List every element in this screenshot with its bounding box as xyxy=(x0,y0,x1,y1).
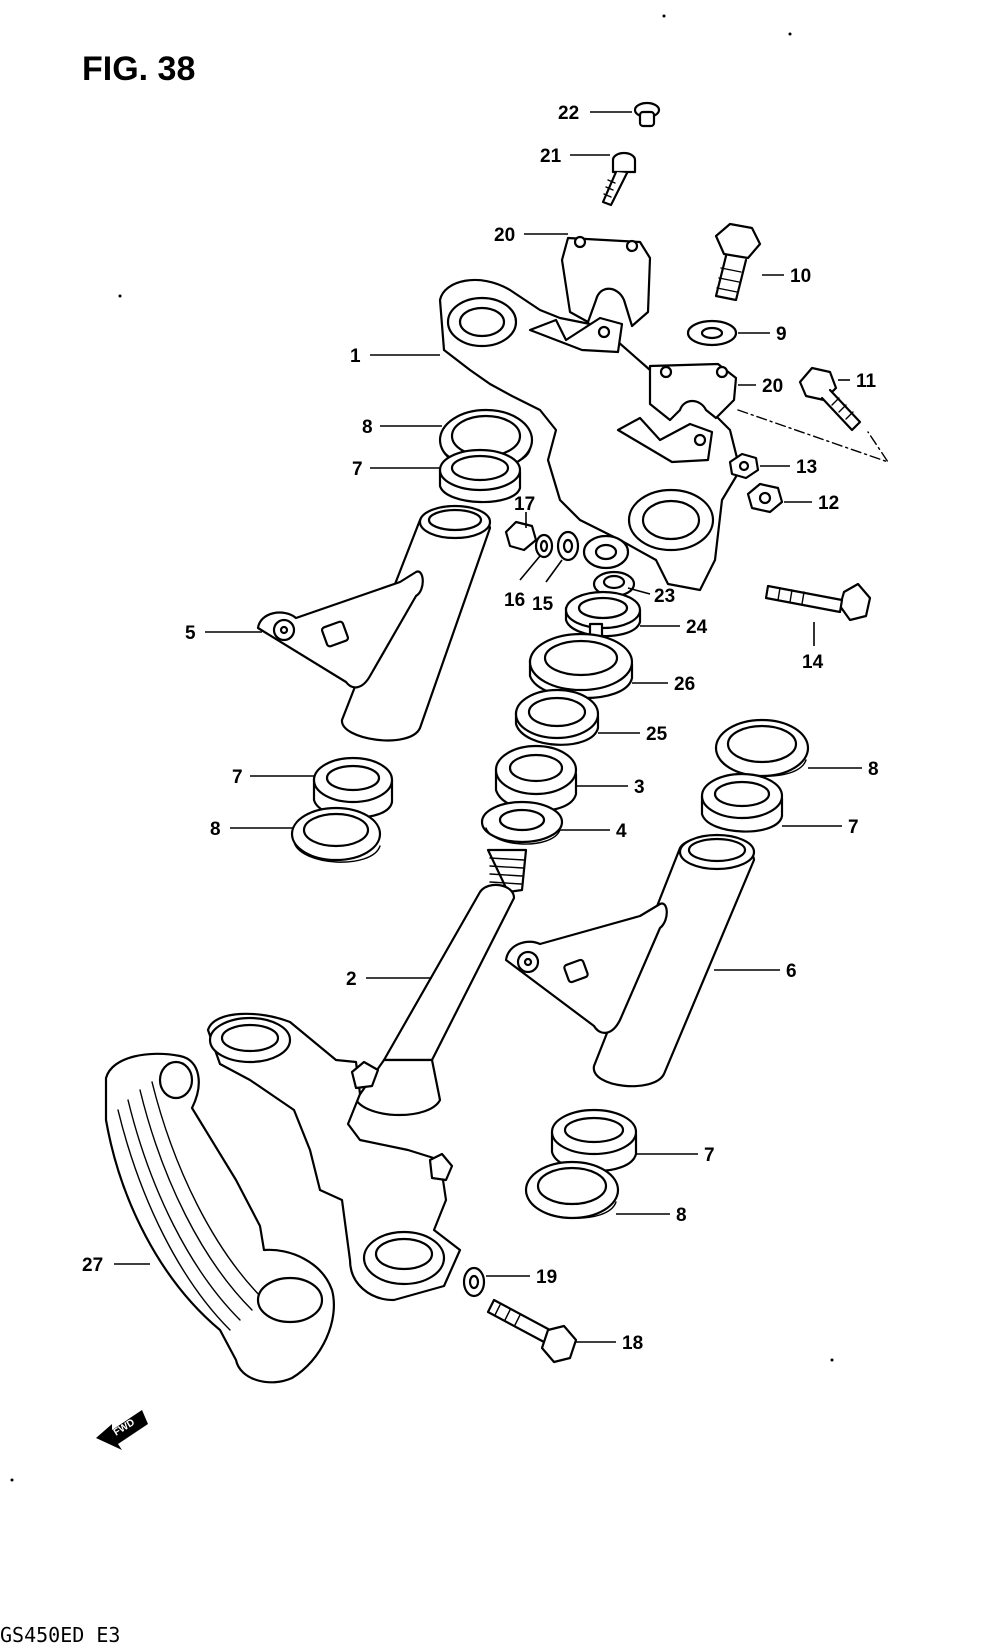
callout-5: 5 xyxy=(185,623,196,644)
callout-12: 12 xyxy=(818,493,839,514)
callout-26: 26 xyxy=(674,674,695,695)
callout-24: 24 xyxy=(686,617,708,638)
forward-direction-arrow: FWD xyxy=(96,1410,148,1450)
part-9-washer xyxy=(686,319,738,347)
part-19-washer xyxy=(462,1266,486,1298)
part-8-seal-mid-right xyxy=(714,718,810,778)
figure-title: FIG. 38 xyxy=(82,50,195,88)
part-10-bolt xyxy=(714,222,762,302)
callout-8-mid-left: 8 xyxy=(210,819,221,840)
alignment-line xyxy=(737,409,890,464)
part-8-seal-mid-left xyxy=(290,806,382,863)
part-16-washer xyxy=(534,533,554,559)
part-24-lock-washer xyxy=(564,590,642,640)
model-code: GS450ED E3 xyxy=(0,1623,120,1647)
callout-21: 21 xyxy=(540,146,562,167)
callout-4: 4 xyxy=(616,821,627,842)
part-22-screw xyxy=(633,101,661,128)
callout-27: 27 xyxy=(82,1255,103,1276)
part-26-seal xyxy=(528,632,634,700)
part-12-nut xyxy=(746,482,784,514)
callout-1: 1 xyxy=(350,346,361,367)
callout-7-mid-right: 7 xyxy=(848,817,859,838)
part-4-bearing xyxy=(480,800,564,845)
callout-13: 13 xyxy=(796,457,817,478)
part-8-seal-low-right xyxy=(524,1160,620,1220)
callout-8-low-right: 8 xyxy=(676,1205,687,1226)
part-20-clamp-cap-upper xyxy=(560,235,652,328)
callout-2: 2 xyxy=(346,969,357,990)
part-21-bolt xyxy=(601,151,637,207)
leader-lines xyxy=(114,111,862,1343)
callout-6: 6 xyxy=(786,961,797,982)
callout-25: 25 xyxy=(646,724,668,745)
callout-19: 19 xyxy=(536,1267,557,1288)
callout-10: 10 xyxy=(790,266,811,287)
callout-18: 18 xyxy=(622,1333,643,1354)
callout-9: 9 xyxy=(776,324,787,345)
part-27-fork-cover xyxy=(104,1052,335,1384)
callout-3: 3 xyxy=(634,777,645,798)
part-23-washer xyxy=(592,570,636,598)
part-20-clamp-cap-lower xyxy=(648,362,738,422)
callout-labels: 22 21 20 10 9 1 20 11 8 13 7 17 12 16 15… xyxy=(82,103,879,1354)
callout-7-upper-left: 7 xyxy=(352,459,363,480)
part-5-left-fork-holder xyxy=(256,504,492,742)
callout-14: 14 xyxy=(802,652,824,673)
part-2-steering-stem-lower-bracket xyxy=(206,848,528,1302)
callout-20-upper: 20 xyxy=(494,225,515,246)
part-14-bolt xyxy=(764,582,872,622)
part-1-upper-bracket xyxy=(438,278,742,592)
callout-7-low-right: 7 xyxy=(704,1145,715,1166)
part-11-bolt xyxy=(798,366,862,432)
scan-specks xyxy=(10,14,834,1482)
callout-15: 15 xyxy=(532,594,554,615)
callout-8-upper-left: 8 xyxy=(362,417,373,438)
callout-11: 11 xyxy=(856,371,877,392)
callout-23: 23 xyxy=(654,586,675,607)
callout-8-mid-right: 8 xyxy=(868,759,879,780)
part-15-bushing xyxy=(556,530,580,562)
part-13-nut xyxy=(728,452,760,480)
part-3-bearing-race xyxy=(494,744,578,812)
part-7-spacer-upper-left xyxy=(438,448,522,504)
part-17-nut xyxy=(504,520,538,552)
part-18-bolt xyxy=(486,1298,578,1364)
callout-16: 16 xyxy=(504,590,525,611)
callout-7-mid-left: 7 xyxy=(232,767,243,788)
part-25-cover xyxy=(514,688,600,746)
callout-20-lower: 20 xyxy=(762,376,783,397)
callout-17: 17 xyxy=(514,494,535,515)
callout-22: 22 xyxy=(558,103,579,124)
part-7-spacer-mid-right xyxy=(700,772,784,833)
part-6-right-fork-holder xyxy=(504,833,756,1088)
